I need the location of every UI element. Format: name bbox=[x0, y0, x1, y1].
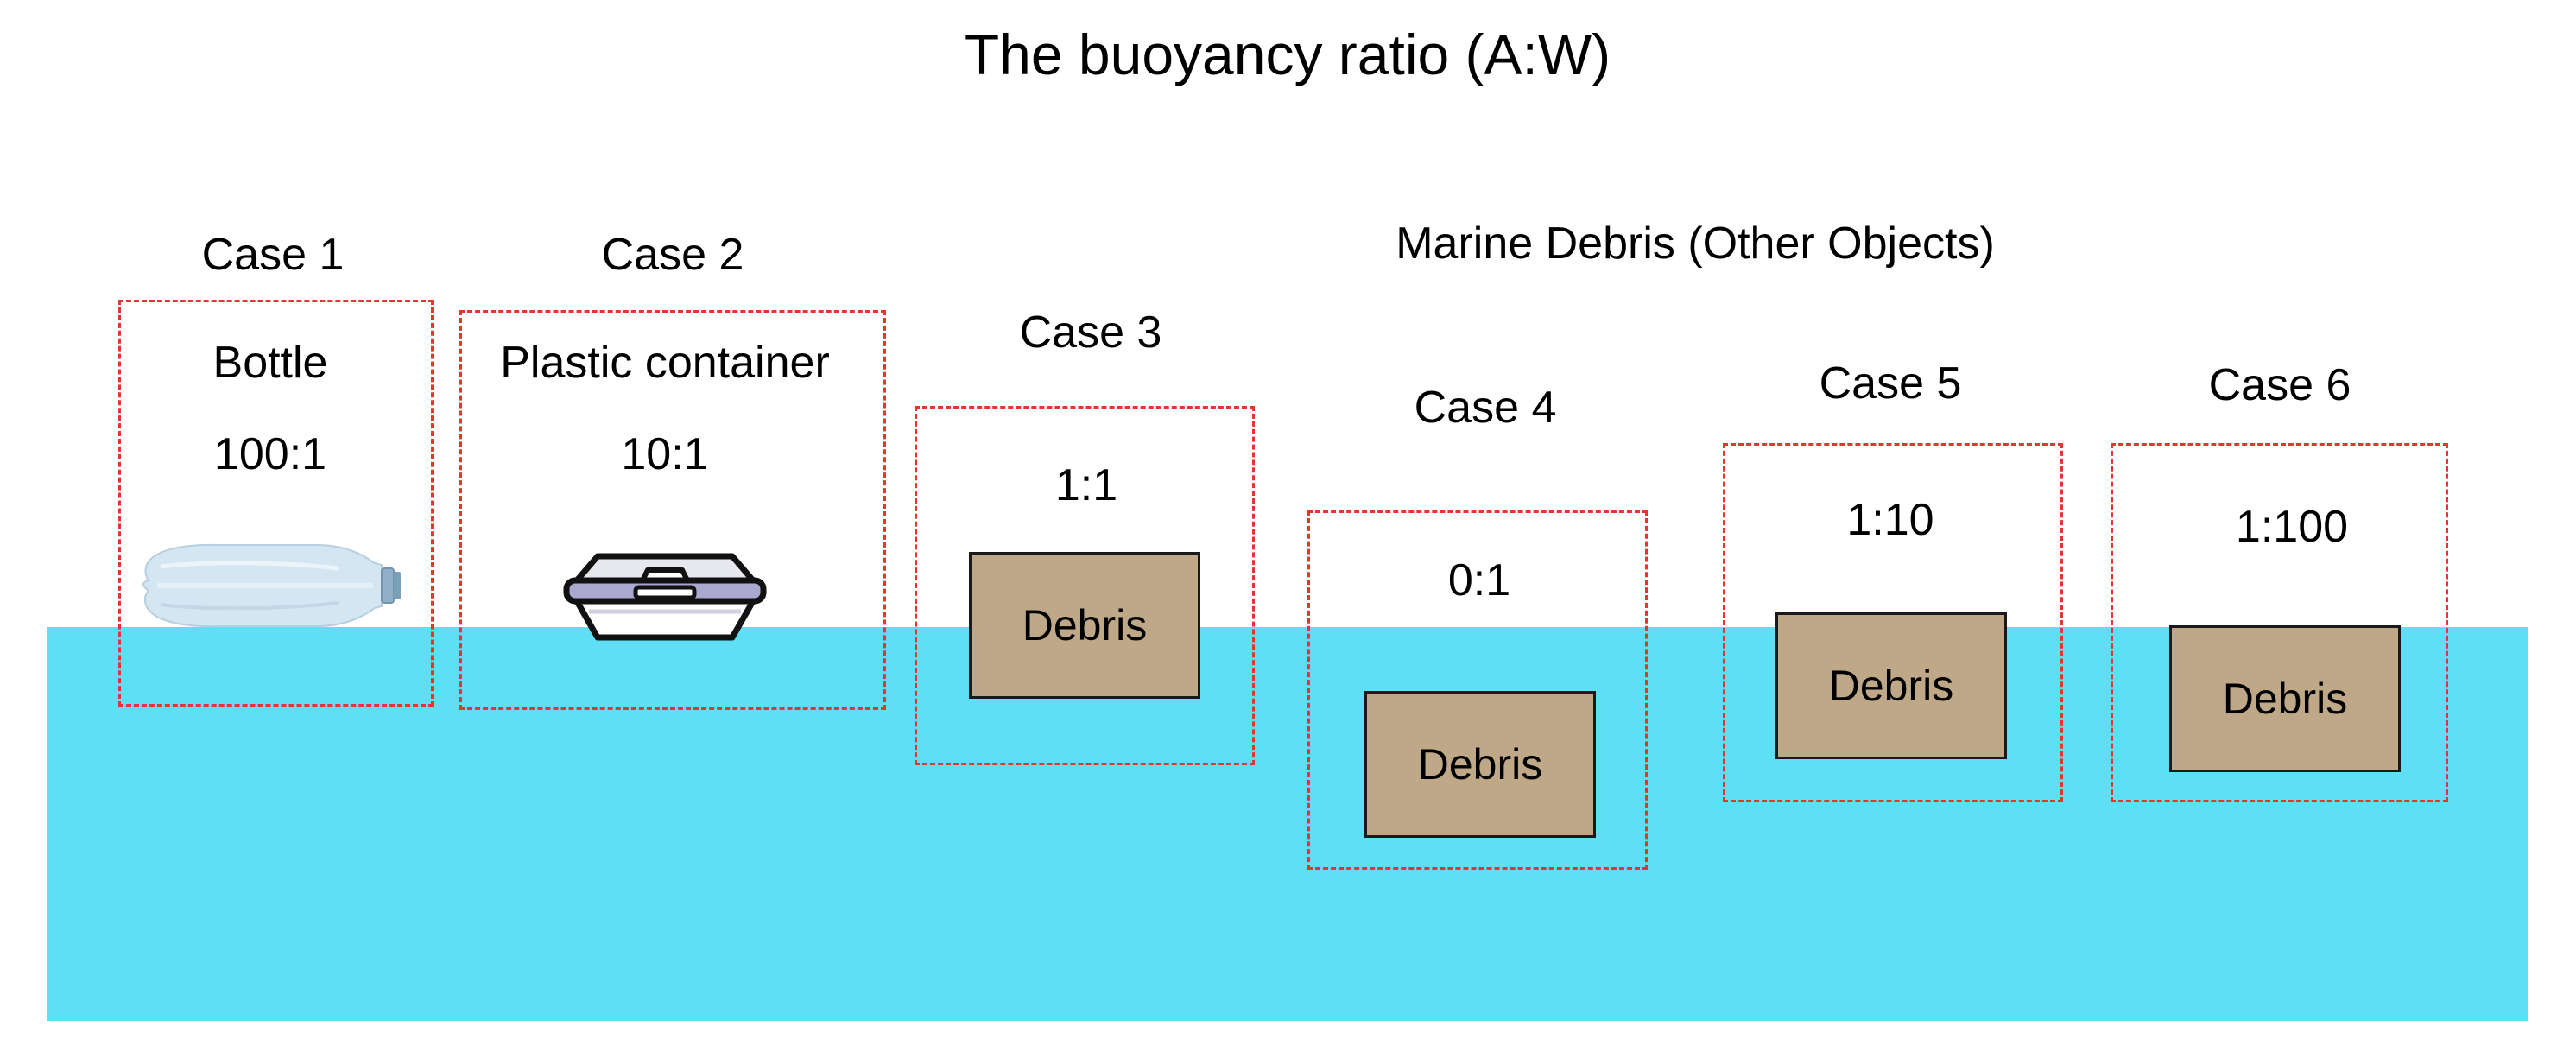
diagram-title: The buoyancy ratio (A:W) bbox=[964, 22, 1611, 86]
case-5-label: Case 5 bbox=[1819, 358, 1962, 409]
case-2-label: Case 2 bbox=[601, 230, 744, 280]
case-3-box bbox=[915, 406, 1255, 765]
case-6-label: Case 6 bbox=[2208, 360, 2351, 410]
case-5-debris: Debris bbox=[1775, 612, 2007, 759]
case-1-ratio: 100:1 bbox=[213, 429, 327, 479]
case-4-box bbox=[1307, 510, 1648, 870]
case-3-label: Case 3 bbox=[1019, 307, 1162, 358]
case-3-ratio: 1:1 bbox=[1054, 460, 1118, 510]
case-1-label: Case 1 bbox=[201, 230, 345, 280]
bottle-icon bbox=[142, 543, 401, 628]
food-container-icon bbox=[563, 553, 767, 641]
case-1-object-label: Bottle bbox=[212, 338, 328, 388]
case-6-box bbox=[2111, 443, 2448, 802]
case-2-ratio: 10:1 bbox=[621, 429, 709, 479]
case-4-label: Case 4 bbox=[1414, 383, 1557, 433]
case-6-ratio: 1:100 bbox=[2235, 502, 2349, 552]
case-5-box bbox=[1723, 443, 2063, 802]
case-3-debris: Debris bbox=[969, 552, 1200, 699]
case-4-ratio: 0:1 bbox=[1447, 555, 1511, 605]
case-6-debris: Debris bbox=[2169, 625, 2401, 772]
case-2-object-label: Plastic container bbox=[500, 338, 830, 388]
marine-debris-group-label: Marine Debris (Other Objects) bbox=[1396, 219, 1995, 269]
case-1-box bbox=[118, 300, 434, 707]
case-5-ratio: 1:10 bbox=[1846, 495, 1934, 545]
case-4-debris: Debris bbox=[1364, 691, 1596, 838]
case-2-box bbox=[459, 310, 886, 710]
